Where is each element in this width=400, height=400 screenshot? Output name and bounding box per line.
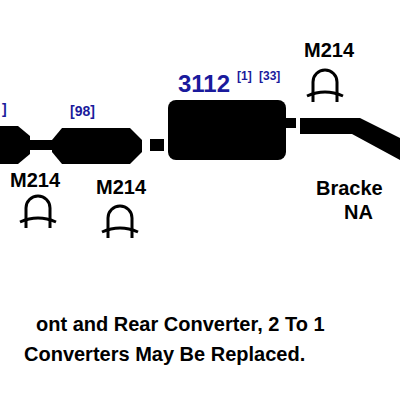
pipe <box>286 118 296 128</box>
muffler <box>168 100 286 160</box>
converter-partial <box>0 126 30 164</box>
note-text: Converters May Be Replaced. <box>24 344 305 364</box>
tail-pipe <box>300 118 400 160</box>
callout-number: [1] <box>237 70 252 82</box>
part-number: 3112 <box>178 72 230 96</box>
callout-number: [33] <box>259 70 280 82</box>
callout-number: ] <box>2 102 7 116</box>
part-label: Bracke <box>316 178 383 198</box>
note-text: ont and Rear Converter, 2 To 1 <box>36 314 325 334</box>
pipe <box>150 139 164 151</box>
catalytic-converter <box>52 128 142 164</box>
part-label: NA <box>344 202 373 222</box>
pipe <box>30 140 52 150</box>
part-number: M214 <box>10 170 60 190</box>
part-number: M214 <box>96 177 146 197</box>
clamp-symbol <box>20 70 343 238</box>
callout-number: [98] <box>70 104 95 118</box>
part-number: M214 <box>304 40 354 60</box>
